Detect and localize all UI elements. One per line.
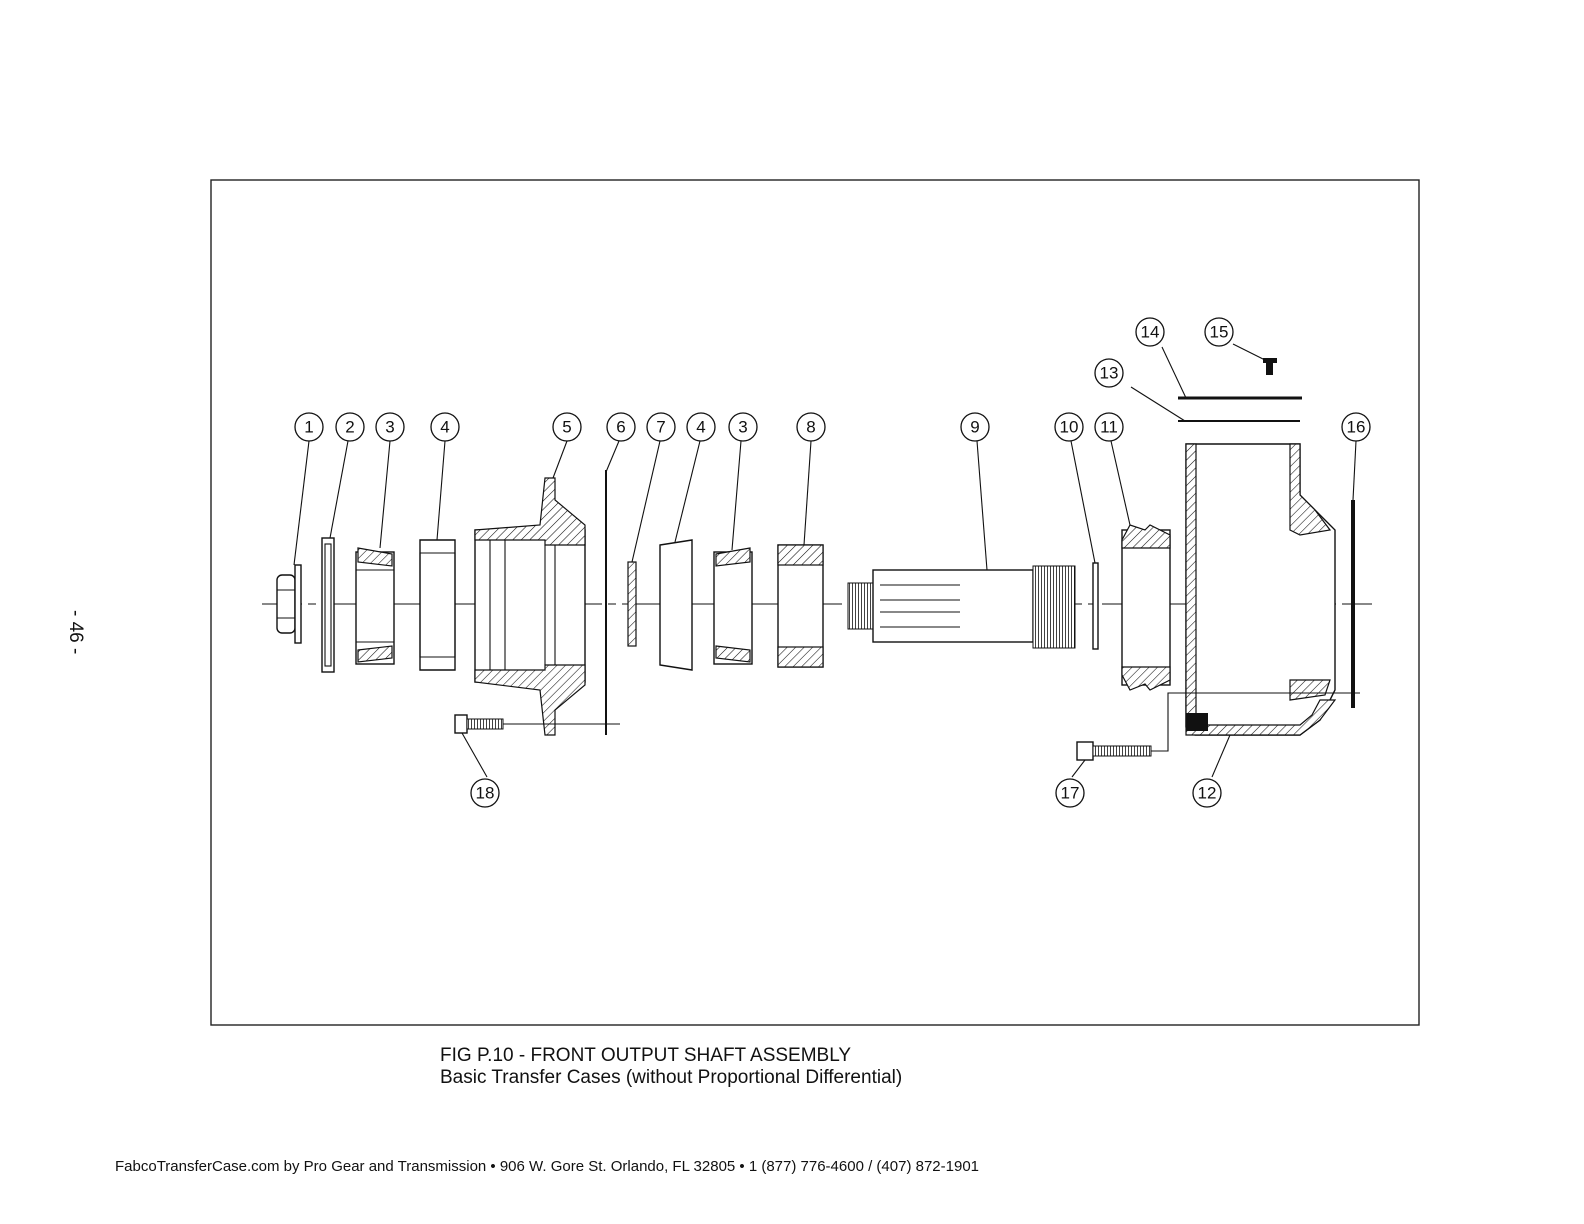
svg-text:4: 4 xyxy=(440,418,449,437)
svg-text:16: 16 xyxy=(1347,418,1366,437)
callout-16: 16 xyxy=(1341,412,1371,442)
callout-18: 18 xyxy=(470,778,500,808)
part-5-retainer-housing xyxy=(474,477,586,736)
svg-text:8: 8 xyxy=(806,418,815,437)
callout-15: 15 xyxy=(1204,317,1234,347)
svg-text:12: 12 xyxy=(1198,784,1217,803)
callout-7: 7 xyxy=(646,412,676,442)
callout-4: 4 xyxy=(430,412,460,442)
callout-4b: 4 xyxy=(686,412,716,442)
svg-text:11: 11 xyxy=(1100,418,1118,437)
svg-text:13: 13 xyxy=(1100,364,1119,383)
leader-lines xyxy=(293,343,1357,778)
drawing-frame xyxy=(210,179,1420,1026)
part-3-bearing-cone-left xyxy=(355,547,395,665)
footer-text: FabcoTransferCase.com by Pro Gear and Tr… xyxy=(115,1158,980,1175)
svg-text:15: 15 xyxy=(1210,323,1229,342)
part-18-bolt xyxy=(454,714,620,734)
svg-text:10: 10 xyxy=(1060,418,1079,437)
svg-text:4: 4 xyxy=(696,418,705,437)
svg-text:2: 2 xyxy=(345,418,354,437)
svg-text:9: 9 xyxy=(970,418,979,437)
part-12-case-housing xyxy=(1185,443,1337,736)
page-number: - 46 - xyxy=(65,610,86,655)
part-11-hub xyxy=(1121,524,1171,691)
part-3-bearing-cone-right xyxy=(713,547,753,665)
svg-text:3: 3 xyxy=(385,418,394,437)
callout-9: 9 xyxy=(960,412,990,442)
part-8-ring xyxy=(777,544,824,668)
callout-12: 12 xyxy=(1192,778,1222,808)
callout-6: 6 xyxy=(606,412,636,442)
svg-text:14: 14 xyxy=(1141,323,1160,342)
callout-5: 5 xyxy=(552,412,582,442)
callout-3b: 3 xyxy=(728,412,758,442)
svg-text:3: 3 xyxy=(738,418,747,437)
callout-3: 3 xyxy=(375,412,405,442)
callout-11: 11 xyxy=(1094,412,1124,442)
part-9-output-shaft xyxy=(847,565,1076,649)
part-15-screw xyxy=(1263,358,1277,375)
callout-14: 14 xyxy=(1135,317,1165,347)
part-10-washer xyxy=(1092,562,1099,650)
figure-subtitle: Basic Transfer Cases (without Proportion… xyxy=(440,1067,903,1088)
part-17-bolt xyxy=(1076,692,1360,761)
svg-text:5: 5 xyxy=(562,418,571,437)
part-4-bearing-cup-right xyxy=(659,539,693,671)
callout-13: 13 xyxy=(1094,358,1124,388)
svg-text:17: 17 xyxy=(1061,784,1080,803)
svg-text:7: 7 xyxy=(656,418,665,437)
svg-text:18: 18 xyxy=(476,784,495,803)
callout-10: 10 xyxy=(1054,412,1084,442)
part-2-seal xyxy=(321,537,335,673)
callout-8: 8 xyxy=(796,412,826,442)
part-4-bearing-cup-left xyxy=(419,539,456,671)
callout-2: 2 xyxy=(335,412,365,442)
part-7-spacer xyxy=(627,561,637,647)
callout-1: 1 xyxy=(294,412,324,442)
callout-17: 17 xyxy=(1055,778,1085,808)
figure-title: FIG P.10 - FRONT OUTPUT SHAFT ASSEMBLY xyxy=(440,1045,852,1066)
part-1-nut xyxy=(276,564,302,644)
svg-text:6: 6 xyxy=(616,418,625,437)
svg-text:1: 1 xyxy=(304,418,313,437)
figure-caption: FIG P.10 - FRONT OUTPUT SHAFT ASSEMBLY B… xyxy=(440,1045,902,1089)
